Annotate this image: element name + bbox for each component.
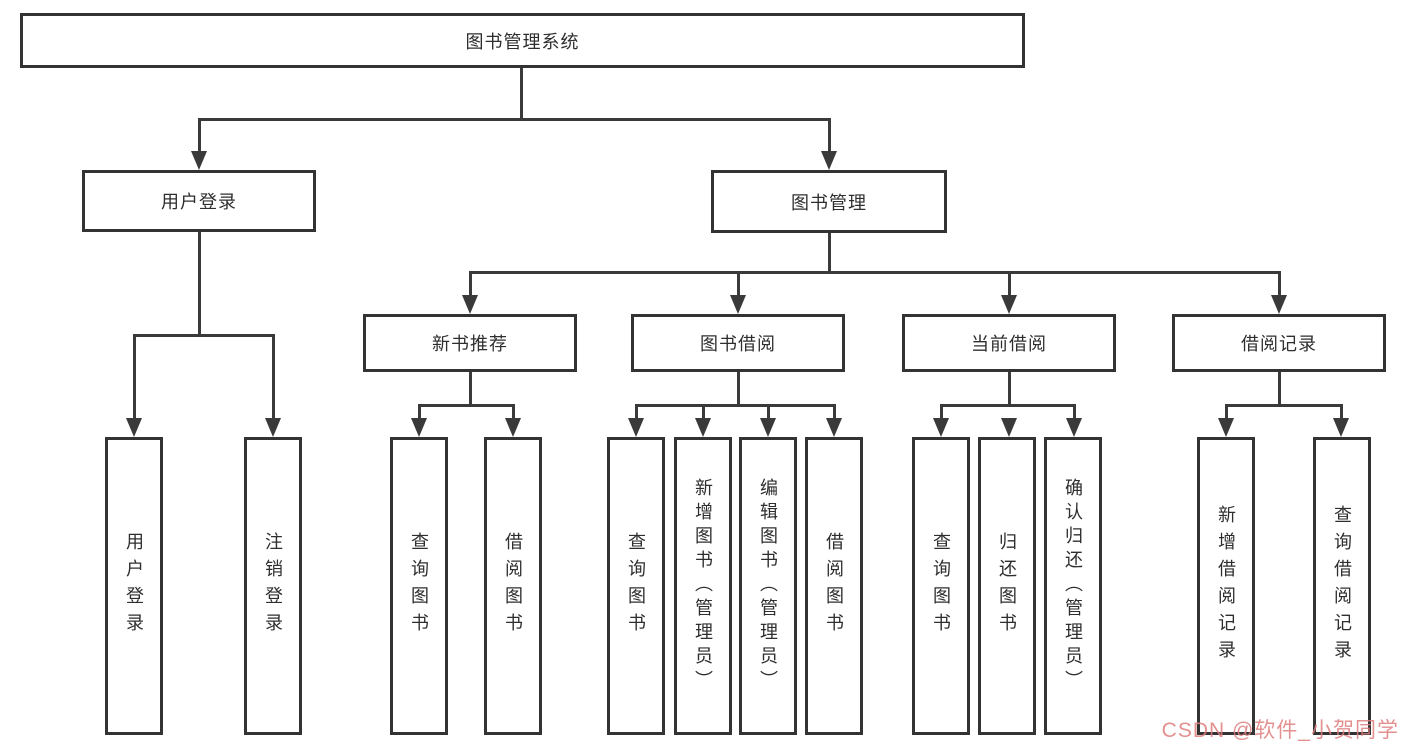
node-book-borrow-label: 图书借阅: [700, 334, 776, 354]
leaf-add-books-admin: 新增图书（管理员）: [674, 437, 732, 735]
connector-line: [635, 404, 638, 420]
connector-line: [940, 404, 1075, 407]
leaf-query-books-3-label: 查询图书: [931, 532, 951, 640]
arrowhead-icon: [760, 418, 776, 437]
connector-line: [1225, 404, 1228, 420]
connector-line: [737, 271, 740, 297]
connector-line: [702, 404, 705, 420]
connector-line: [469, 271, 1280, 274]
leaf-borrow-books-2: 借阅图书: [805, 437, 863, 735]
arrowhead-icon: [191, 151, 207, 170]
arrowhead-icon: [411, 418, 427, 437]
connector-line: [1340, 404, 1343, 420]
connector-line: [418, 404, 515, 407]
node-book-mgmt: 图书管理: [711, 170, 947, 233]
connector-line: [198, 118, 201, 154]
leaf-return-books: 归还图书: [978, 437, 1036, 735]
connector-line: [1008, 372, 1011, 404]
leaf-user-login: 用户登录: [105, 437, 163, 735]
leaf-edit-books-admin-label: 编辑图书（管理员）: [758, 478, 778, 694]
arrowhead-icon: [1001, 418, 1017, 437]
leaf-borrow-books-1-label: 借阅图书: [503, 532, 523, 640]
leaf-return-books-label: 归还图书: [997, 532, 1017, 640]
node-borrow-records-label: 借阅记录: [1241, 334, 1317, 354]
connector-line: [767, 404, 770, 420]
connector-line: [198, 232, 201, 334]
arrowhead-icon: [933, 418, 949, 437]
node-new-book-recommend-label: 新书推荐: [432, 334, 508, 354]
node-current-borrow: 当前借阅: [902, 314, 1116, 372]
arrowhead-icon: [695, 418, 711, 437]
arrowhead-icon: [265, 418, 281, 437]
leaf-query-books-3: 查询图书: [912, 437, 970, 735]
leaf-add-books-admin-label: 新增图书（管理员）: [693, 478, 713, 694]
arrowhead-icon: [1218, 418, 1234, 437]
arrowhead-icon: [730, 295, 746, 314]
leaf-add-borrow-record: 新增借阅记录: [1197, 437, 1255, 735]
node-user-login: 用户登录: [82, 170, 316, 232]
node-book-mgmt-label: 图书管理: [791, 192, 867, 213]
connector-line: [198, 118, 831, 121]
leaf-user-login-label: 用户登录: [124, 532, 144, 640]
arrowhead-icon: [628, 418, 644, 437]
connector-line: [737, 372, 740, 404]
node-root-label: 图书管理系统: [465, 31, 580, 52]
leaf-confirm-return-admin: 确认归还（管理员）: [1044, 437, 1102, 735]
arrowhead-icon: [1066, 418, 1082, 437]
arrowhead-icon: [821, 151, 837, 170]
connector-line: [469, 372, 472, 404]
leaf-query-books-2: 查询图书: [607, 437, 665, 735]
arrowhead-icon: [126, 418, 142, 437]
leaf-query-books-1: 查询图书: [390, 437, 448, 735]
connector-line: [512, 404, 515, 420]
leaf-query-books-2-label: 查询图书: [626, 532, 646, 640]
connector-line: [133, 334, 136, 420]
node-current-borrow-label: 当前借阅: [971, 334, 1047, 354]
connector-line: [133, 334, 274, 337]
connector-line: [272, 334, 275, 420]
connector-line: [418, 404, 421, 420]
leaf-logout-label: 注销登录: [263, 532, 283, 640]
leaf-query-borrow-record: 查询借阅记录: [1313, 437, 1371, 735]
leaf-query-borrow-record-label: 查询借阅记录: [1332, 505, 1352, 667]
leaf-edit-books-admin: 编辑图书（管理员）: [739, 437, 797, 735]
connector-line: [1073, 404, 1076, 420]
leaf-query-books-1-label: 查询图书: [409, 532, 429, 640]
connector-line: [833, 404, 836, 420]
node-borrow-records: 借阅记录: [1172, 314, 1386, 372]
connector-line: [1278, 271, 1281, 297]
arrowhead-icon: [1271, 295, 1287, 314]
node-new-book-recommend: 新书推荐: [363, 314, 577, 372]
connector-line: [1225, 404, 1342, 407]
node-user-login-label: 用户登录: [161, 192, 237, 212]
arrowhead-icon: [462, 295, 478, 314]
connector-line: [520, 68, 523, 119]
connector-line: [1008, 271, 1011, 297]
node-book-borrow: 图书借阅: [631, 314, 845, 372]
connector-line: [469, 271, 472, 297]
leaf-add-borrow-record-label: 新增借阅记录: [1216, 505, 1236, 667]
arrowhead-icon: [505, 418, 521, 437]
arrowhead-icon: [1001, 295, 1017, 314]
leaf-logout: 注销登录: [244, 437, 302, 735]
connector-line: [1278, 372, 1281, 404]
connector-line: [828, 233, 831, 271]
leaf-borrow-books-1: 借阅图书: [484, 437, 542, 735]
connector-line: [828, 118, 831, 154]
arrowhead-icon: [826, 418, 842, 437]
connector-line: [635, 404, 836, 407]
leaf-borrow-books-2-label: 借阅图书: [824, 532, 844, 640]
csdn-watermark: CSDN @软件_小贺同学: [1161, 719, 1399, 742]
node-root: 图书管理系统: [20, 13, 1025, 68]
leaf-confirm-return-admin-label: 确认归还（管理员）: [1063, 478, 1083, 694]
connector-line: [940, 404, 943, 420]
arrowhead-icon: [1333, 418, 1349, 437]
